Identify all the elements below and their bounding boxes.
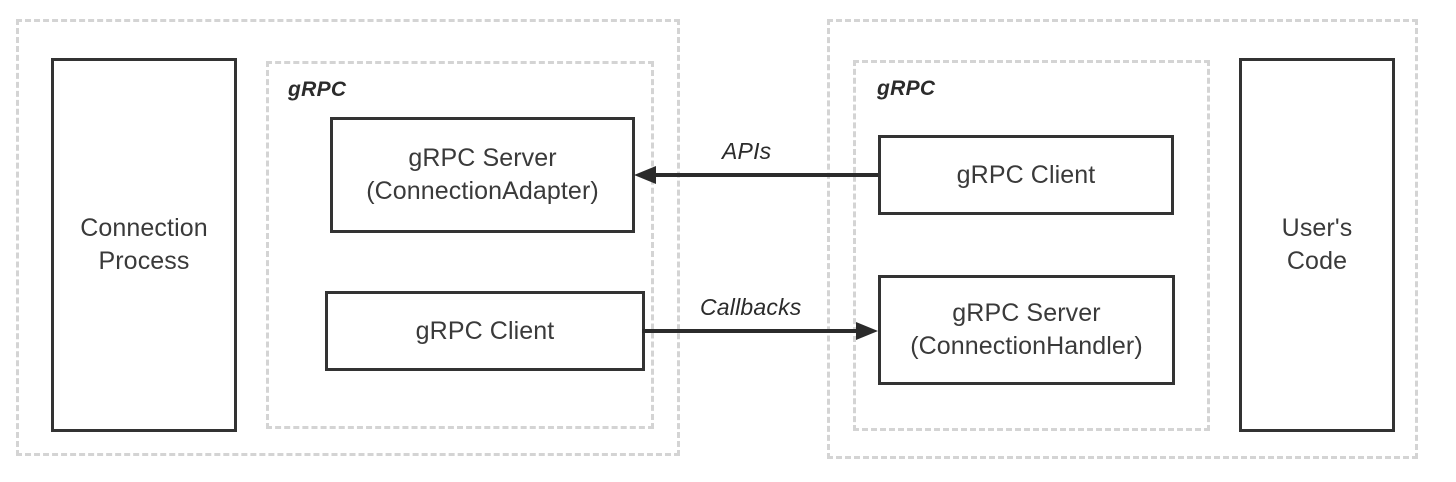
node-grpc-server-connection-adapter[interactable]: gRPC Server (ConnectionAdapter): [330, 117, 635, 233]
edge-apis-label: APIs: [722, 138, 772, 164]
node-connection-process-label: Connection Process: [80, 214, 208, 275]
group-right-grpc: [853, 60, 1210, 431]
node-right-grpc-client[interactable]: gRPC Client: [878, 135, 1174, 215]
node-users-code-label: User's Code: [1281, 214, 1353, 275]
group-users-process-outer: [827, 19, 1418, 459]
group-left-grpc-label: gRPC: [288, 78, 347, 101]
node-users-code[interactable]: User's Code: [1239, 58, 1395, 432]
group-connection-process-outer: [16, 19, 680, 456]
group-left-grpc: [266, 61, 654, 429]
node-grpc-server-connection-handler[interactable]: gRPC Server (ConnectionHandler): [878, 275, 1175, 385]
edge-apis-arrow: [634, 166, 878, 184]
node-left-grpc-client[interactable]: gRPC Client: [325, 291, 645, 371]
node-right-grpc-client-label: gRPC Client: [956, 160, 1096, 189]
group-right-grpc-label: gRPC: [877, 77, 936, 100]
node-connection-process[interactable]: Connection Process: [51, 58, 237, 432]
edge-callbacks-arrow: [642, 322, 878, 340]
edge-callbacks-label: Callbacks: [700, 294, 802, 320]
node-grpc-server-connection-adapter-label: gRPC Server (ConnectionAdapter): [366, 144, 599, 205]
node-left-grpc-client-label: gRPC Client: [415, 316, 555, 345]
node-grpc-server-connection-handler-label: gRPC Server (ConnectionHandler): [910, 299, 1143, 360]
